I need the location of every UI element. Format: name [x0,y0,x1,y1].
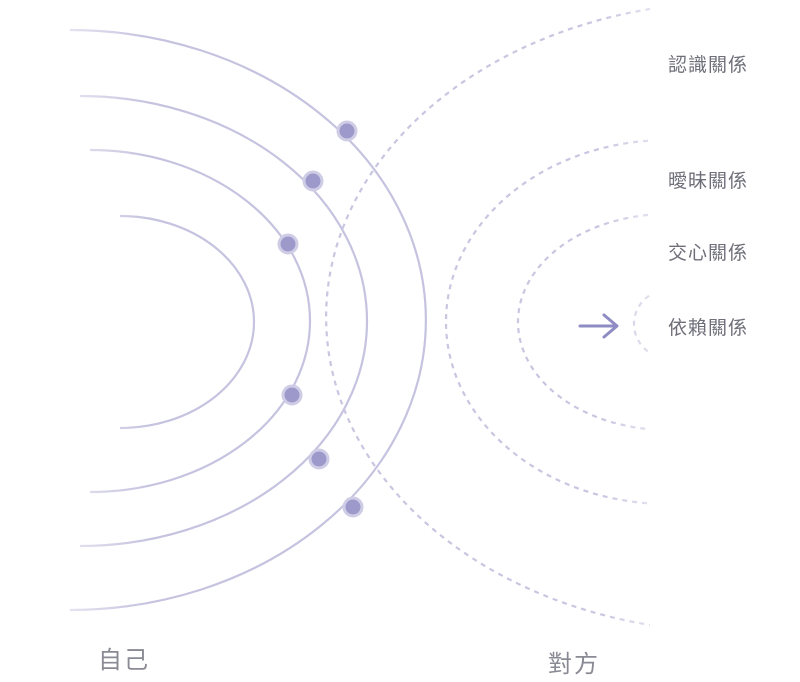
self-arc-3 [79,94,369,548]
label-other: 對方 [548,650,600,678]
intersection-dot [308,448,330,470]
left-fade [0,0,150,678]
self-arcs [69,28,428,612]
intersection-dot [281,384,303,406]
other-arc-4 [325,2,691,632]
right-cover [650,0,800,678]
self-arc-1 [119,214,256,430]
label-dependent: 依賴關係 [668,317,749,339]
self-arc-4 [69,28,428,612]
intersection-dot [342,496,364,518]
self-arc-2 [89,148,312,494]
arrow-right-icon [578,313,619,339]
label-ambiguous: 曖昧關係 [668,170,749,192]
label-self: 自己 [98,646,150,674]
intersection-dot [302,170,324,192]
intersection-dot [277,233,299,255]
intersection-dot [336,120,358,142]
other-arc-2 [516,212,669,432]
label-intimate: 交心關係 [668,242,749,264]
intersection-dots [277,120,364,518]
label-acquaintance: 認識關係 [668,54,749,76]
